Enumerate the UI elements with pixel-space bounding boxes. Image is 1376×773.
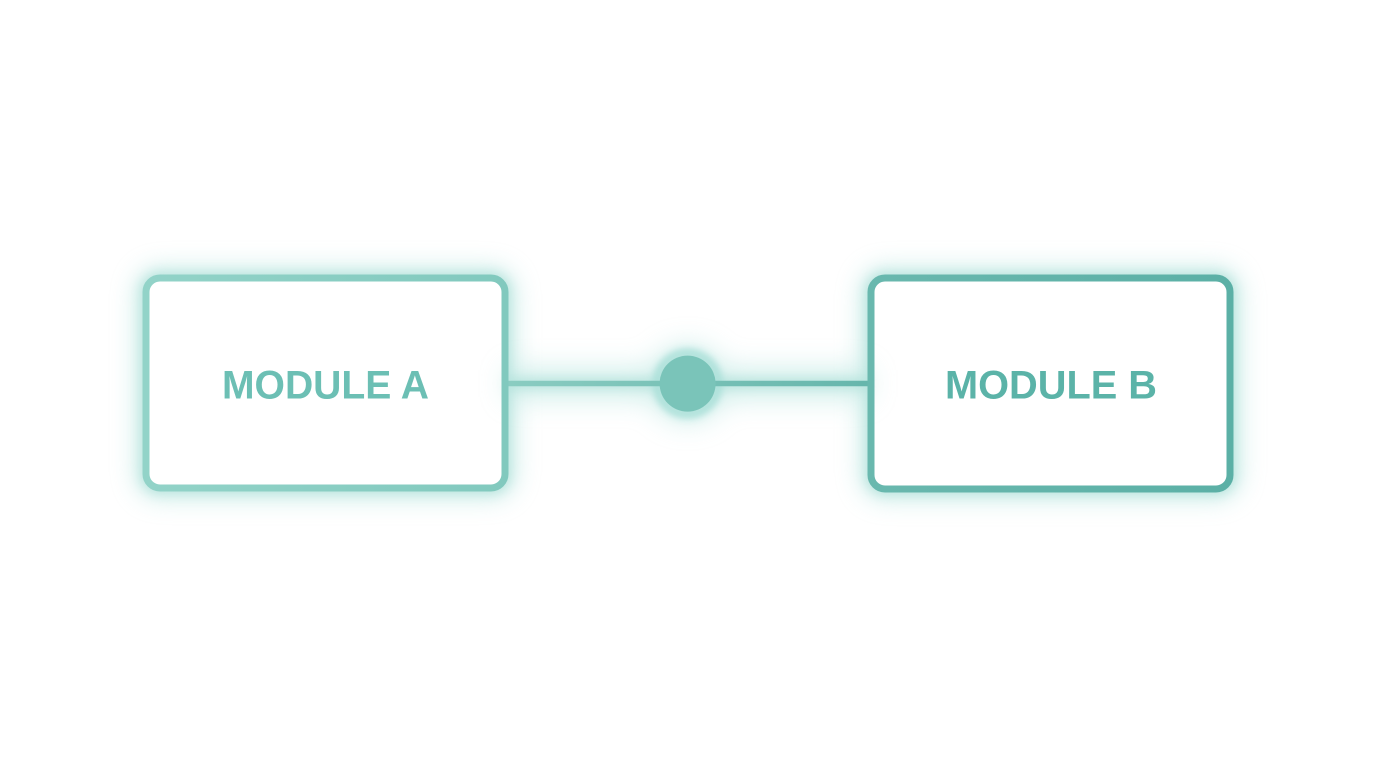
svg-text:MODULE B: MODULE B [945, 364, 1157, 408]
svg-text:MODULE A: MODULE A [222, 364, 429, 408]
